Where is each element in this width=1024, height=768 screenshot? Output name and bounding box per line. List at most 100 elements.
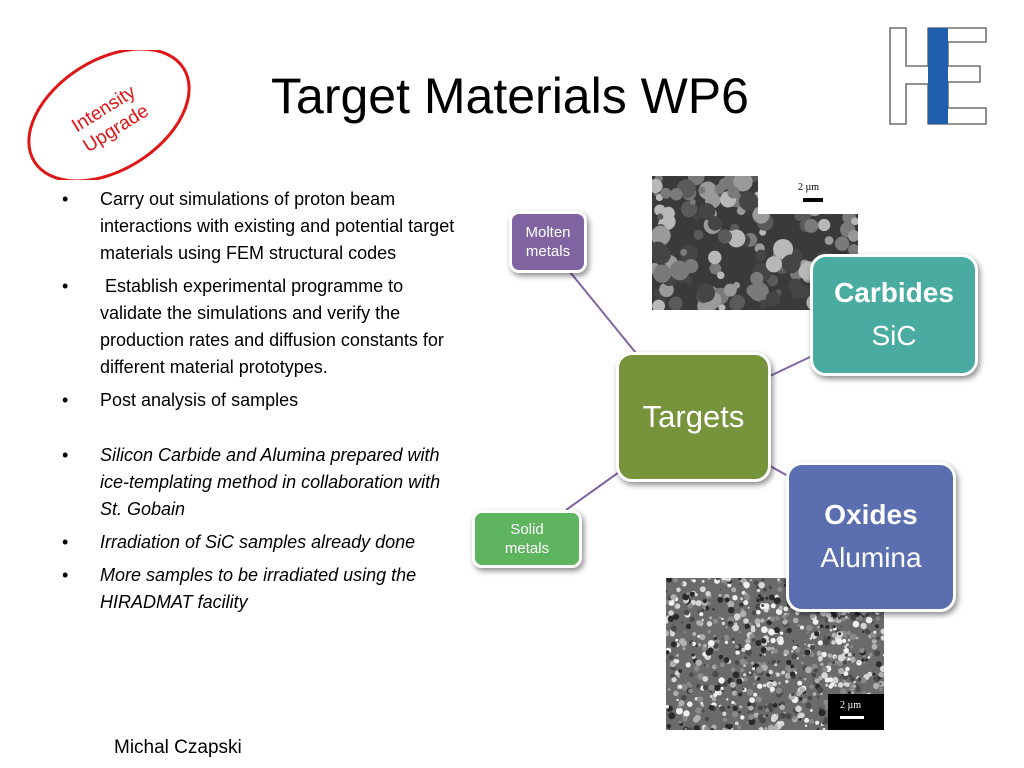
bullet-item: • Establish experimental programme to va… [62, 273, 462, 381]
micrograph-grain [682, 716, 688, 722]
micrograph-grain [688, 672, 694, 678]
micrograph-grain [836, 660, 843, 667]
micrograph-grain [703, 663, 707, 667]
micrograph-grain [678, 700, 685, 707]
bullet-marker: • [62, 390, 69, 410]
micrograph-grain [673, 690, 679, 697]
micrograph-grain [804, 717, 810, 723]
micrograph-grain [783, 606, 789, 612]
micrograph-grain [759, 299, 768, 308]
micrograph-grain [774, 663, 778, 667]
connector-molten [569, 271, 641, 359]
micrograph-grain [855, 636, 859, 640]
micrograph-grain [708, 705, 714, 711]
micrograph-grain [847, 652, 852, 657]
micrograph-grain [725, 578, 732, 582]
micrograph-grain [773, 627, 780, 634]
micrograph-grain [840, 688, 847, 695]
micrograph-grain [756, 609, 761, 615]
micrograph-grain [714, 684, 721, 692]
micrograph-grain [670, 625, 677, 632]
micrograph-grain [734, 622, 738, 626]
micrograph-grain [797, 680, 803, 686]
micrograph-grain [818, 218, 831, 232]
micrograph-grain [746, 688, 754, 696]
micrograph-grain [760, 647, 767, 653]
micrograph-grain [752, 682, 756, 686]
micrograph-grain [827, 653, 833, 658]
micrograph-grain [822, 727, 826, 730]
micrograph-grain [695, 644, 698, 647]
micrograph-grain [727, 600, 735, 608]
micrograph-grain [819, 624, 824, 629]
micrograph-grain [666, 650, 670, 655]
micrograph-grain [844, 645, 847, 649]
micrograph-grain [724, 582, 728, 585]
micrograph-grain [721, 617, 724, 620]
micrograph-grain [821, 672, 828, 679]
micrograph-grain [841, 617, 846, 622]
top-scale-panel [758, 176, 858, 214]
micrograph-grain [882, 653, 884, 657]
micrograph-grain [714, 184, 725, 195]
micrograph-grain [804, 643, 807, 646]
micrograph-grain [799, 676, 802, 680]
micrograph-grain [675, 603, 681, 609]
micrograph-grain [695, 600, 702, 607]
author-name: Michal Czapski [114, 737, 242, 758]
micrograph-grain [824, 677, 830, 683]
bullet-list: • Carry out simulations of proton beam in… [62, 186, 462, 622]
bullet-marker: • [62, 445, 69, 465]
micrograph-grain [730, 667, 736, 673]
micrograph-grain [751, 610, 757, 616]
micrograph-grain [680, 582, 684, 586]
micrograph-grain [702, 598, 707, 604]
micrograph-grain [754, 618, 761, 625]
micrograph-grain [710, 728, 715, 730]
micrograph-grain [653, 264, 672, 283]
micrograph-grain [817, 640, 823, 646]
micrograph-grain [837, 616, 841, 620]
micrograph-grain [827, 636, 831, 640]
bullet-item: •Irradiation of SiC samples already done [62, 529, 462, 556]
micrograph-grain [854, 611, 860, 617]
micrograph-grain [765, 714, 769, 717]
bullet-text: Carry out simulations of proton beam int… [100, 189, 455, 263]
micrograph-grain [699, 612, 704, 617]
micrograph-grain [667, 615, 674, 623]
micrograph-grain [857, 677, 862, 682]
micrograph-grain [830, 657, 833, 660]
micrograph-grain [747, 711, 750, 714]
carbides-title: Carbides [834, 277, 954, 308]
micrograph-grain [760, 618, 765, 623]
micrograph-grain [765, 291, 781, 307]
micrograph-grain [668, 688, 671, 691]
micrograph-grain [675, 638, 679, 642]
micrograph-grain [796, 657, 799, 660]
micrograph-grain [694, 593, 698, 597]
micrograph-grain [813, 668, 818, 673]
micrograph-grain [770, 637, 776, 644]
micrograph-grain [752, 667, 756, 671]
micrograph-grain [686, 681, 691, 687]
micrograph-grain [668, 599, 675, 606]
micrograph-grain [673, 613, 680, 620]
micrograph-grain [846, 630, 851, 636]
micrograph-grain [703, 643, 707, 648]
micrograph-grain [776, 713, 779, 716]
micrograph-grain [809, 613, 815, 619]
micrograph-grain [772, 681, 777, 687]
micrograph-grain [673, 578, 678, 583]
micrograph-grain [738, 692, 743, 697]
targets-label: Targets [642, 399, 745, 434]
micrograph-grain [727, 229, 746, 248]
micrograph-grain [769, 686, 775, 692]
micrograph-grain [768, 629, 775, 636]
micrograph-grain [804, 724, 808, 727]
micrograph-grain [705, 591, 711, 597]
micrograph-grain [706, 621, 713, 627]
micrograph-grain [792, 639, 795, 642]
micrograph-grain [719, 662, 725, 668]
micrograph-grain [744, 594, 751, 601]
micrograph-grain [873, 650, 881, 657]
